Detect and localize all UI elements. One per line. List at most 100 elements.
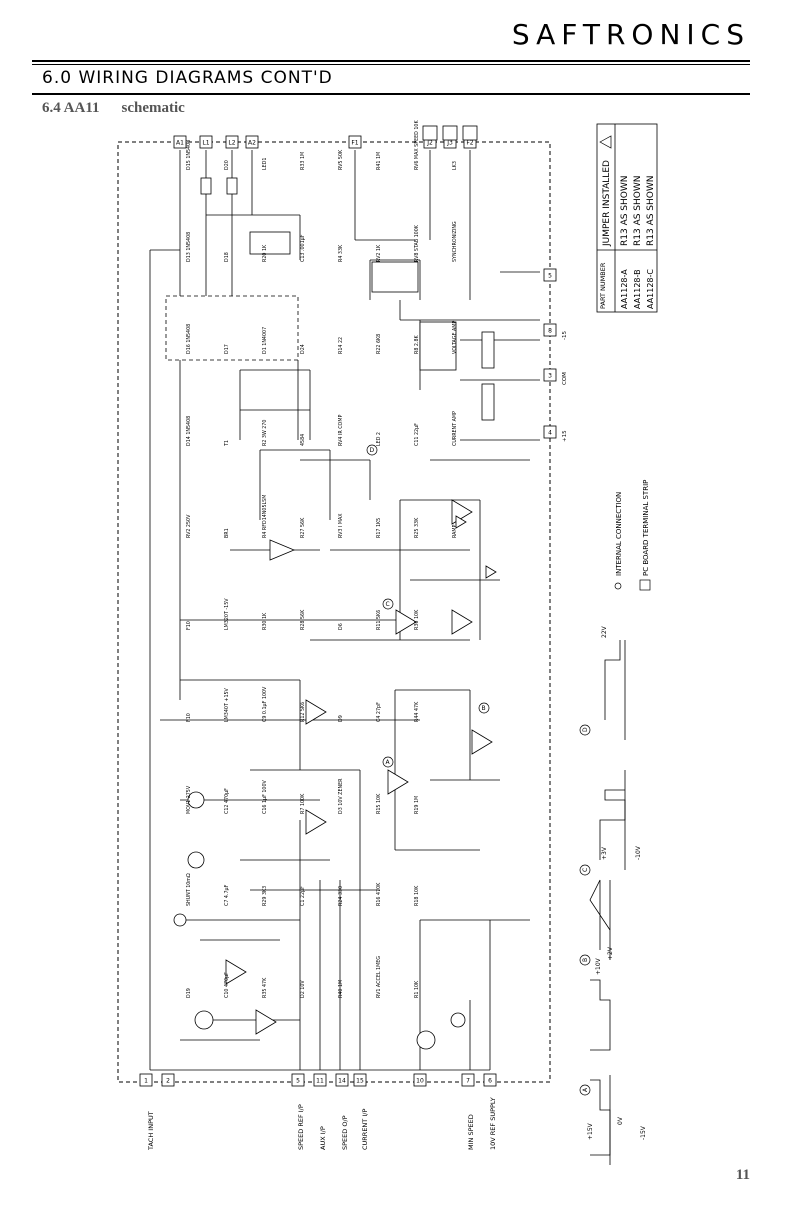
component-label: R15 10K	[376, 793, 382, 814]
terminal-number: A1	[176, 140, 184, 147]
jumper-header-part: PART NUMBER	[599, 262, 607, 309]
waveform-marker-icon	[579, 1084, 591, 1096]
terminal-box	[291, 1073, 305, 1087]
component-label: R20 1K	[262, 244, 268, 262]
component-label: R24 330	[338, 886, 344, 906]
waveform-marker-icon	[579, 864, 591, 876]
component-label: D24	[300, 344, 306, 354]
component-label: R44 47K	[414, 701, 420, 722]
terminal-number: 4	[548, 430, 552, 437]
terminal-number: J2	[426, 140, 433, 147]
waveform-marker-icon	[579, 724, 591, 736]
jumper-row-part: AA1128-C	[646, 269, 655, 309]
terminal-number: L1	[202, 140, 209, 147]
jumper-table: PART NUMBER JUMPER INSTALLED AA1128-A R1…	[596, 123, 658, 313]
component-label: RV2 1K	[376, 244, 382, 262]
wiring	[149, 150, 540, 1071]
component-label: R36 10K	[414, 609, 420, 630]
component-label: SHUNT 10mΩ	[186, 873, 192, 906]
terminal-box	[161, 1073, 175, 1087]
component-label: SYNCHRONIZING	[452, 221, 458, 262]
component-label: R14 22	[338, 337, 344, 354]
component-label: VOLTAGE AMP	[452, 321, 458, 354]
component-label: BR1	[224, 528, 230, 538]
terminal-box	[335, 1073, 349, 1087]
component-label: C12 470µF	[224, 788, 230, 814]
component-label: D16 1N5408	[186, 324, 192, 354]
terminal-box	[483, 1073, 497, 1087]
terminal-number: A2	[248, 140, 256, 147]
terminal-label: COM	[562, 372, 568, 385]
terminal-number: 3	[548, 373, 552, 380]
waveform-label: 0V	[617, 1116, 624, 1125]
component-label: LM320T -15V	[224, 598, 230, 630]
waveform-label: -15V	[640, 1125, 647, 1140]
terminal-number: 5	[296, 1078, 300, 1085]
component-label: R33 1M	[300, 152, 306, 170]
terminal-number: 7	[466, 1078, 470, 1085]
legend-internal: INTERNAL CONNECTION	[615, 492, 623, 576]
jumper-row-part: AA1128-A	[620, 269, 629, 309]
component-label: R1 10K	[414, 980, 420, 998]
component-label: D6	[338, 623, 344, 630]
subsection-number: 6.4 AA11	[42, 100, 100, 116]
terminal-label: +15	[562, 430, 568, 442]
board-outline	[117, 141, 551, 1083]
svg-text:D: D	[370, 447, 375, 454]
terminal-number: 14	[338, 1078, 346, 1085]
component-label: LM340T +15V	[224, 687, 230, 722]
rectifier-box	[165, 295, 299, 361]
terminal-box	[543, 323, 557, 337]
terminal-box	[353, 1073, 367, 1087]
component-label: R29 3K3	[262, 886, 268, 906]
component-label: RAMP	[452, 524, 458, 538]
terminal-number: 10	[416, 1078, 424, 1085]
terminal-number: F2	[466, 140, 473, 147]
component-label: R27 56K	[300, 517, 306, 538]
terminal-label: SPEED O/P	[341, 1115, 349, 1150]
waveforms	[589, 640, 626, 1165]
component-label: MOV1 275V	[186, 785, 192, 814]
terminal-number: F1	[351, 140, 358, 147]
component-label: F10	[186, 621, 192, 630]
component-label: C13 .001µF	[300, 234, 306, 262]
component-label: RV2 250V	[186, 514, 192, 538]
svg-text:A: A	[386, 759, 391, 766]
terminal-label: MIN SPEED	[467, 1114, 475, 1150]
terminal-box	[199, 135, 213, 149]
component-label: R41 1M	[376, 152, 382, 170]
component-label: R4 33K	[338, 244, 344, 262]
subsection-name: schematic	[121, 100, 185, 116]
terminal-box	[173, 135, 187, 149]
component-label: D14 1N5408	[186, 416, 192, 446]
terminal-number: L2	[228, 140, 235, 147]
terminal-box	[225, 135, 239, 149]
waveform-marker: A	[582, 1087, 589, 1092]
component-label: RV5 50K	[338, 149, 344, 170]
terminal-box	[543, 425, 557, 439]
component-label: RV3 I MAX	[338, 513, 344, 538]
terminal-number: J3	[446, 140, 453, 147]
terminal-label: TACH INPUT	[147, 1111, 155, 1151]
waveform-marker-icon	[579, 954, 591, 966]
subsection-title: 6.4 AA11 schematic	[42, 100, 207, 117]
component-label: C1 22µF	[300, 886, 306, 906]
component-label: C10 470µF	[224, 972, 230, 998]
section-title: 6.0 WIRING DIAGRAMS CONT'D	[42, 68, 333, 88]
terminal-box	[543, 268, 557, 282]
component-label: D15 1N5408	[186, 140, 192, 170]
terminal-number: 8	[548, 328, 552, 335]
waveform-label: +3V	[601, 846, 608, 860]
warning-triangle-icon	[599, 135, 612, 149]
component-label: R16 470K	[376, 882, 382, 906]
component-label: D2 10V	[300, 980, 306, 998]
component-label: C4 27pF	[376, 702, 382, 722]
component-label: D1 1N4007	[262, 327, 268, 354]
terminal-number: 5	[548, 273, 552, 280]
component-label: C16 1µF 100V	[262, 779, 268, 814]
